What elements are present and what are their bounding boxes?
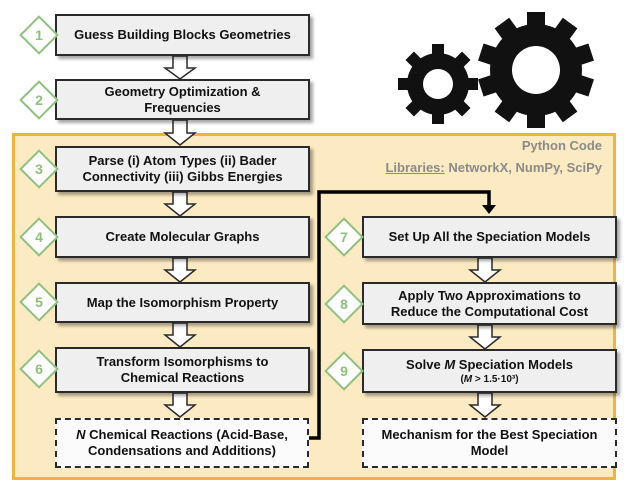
mechanism-line1: Mechanism for the Best Speciation bbox=[381, 427, 598, 442]
step-6-line1: Transform Isomorphisms to bbox=[96, 354, 269, 369]
step-2-number: 2 bbox=[35, 92, 43, 108]
step-7-text: Set Up All the Speciation Models bbox=[388, 229, 591, 244]
libraries-value: NetworkX, NumPy, SciPy bbox=[444, 160, 602, 175]
step-8-number: 8 bbox=[340, 296, 348, 312]
step-5-text: Map the Isomorphism Property bbox=[86, 294, 279, 310]
step-3-line1: Parse (i) Atom Types (ii) Bader bbox=[88, 153, 277, 168]
step-1-number: 1 bbox=[35, 27, 43, 43]
step-6-number: 6 bbox=[35, 361, 43, 377]
step-1-text: Guess Building Blocks Geometries bbox=[74, 27, 291, 42]
step-box-2: Geometry Optimization &Frequencies bbox=[55, 79, 310, 120]
reactions-line2: Condensations and Additions) bbox=[87, 443, 276, 458]
reactions-line1-rest: Chemical Reactions (Acid-Base, bbox=[85, 427, 288, 442]
step-7-number: 7 bbox=[340, 229, 348, 245]
step-box-7: Set Up All the Speciation Models bbox=[362, 216, 617, 258]
step-9-line1: Solve M Speciation Models bbox=[406, 356, 573, 372]
step-box-4: Create Molecular Graphs bbox=[55, 216, 310, 258]
large-gear bbox=[478, 12, 594, 128]
reactions-n: N bbox=[76, 427, 86, 442]
small-gear bbox=[398, 44, 478, 124]
step-8-line1: Apply Two Approximations to bbox=[398, 287, 581, 303]
step-4-text: Create Molecular Graphs bbox=[105, 229, 260, 244]
libraries-label: Libraries: NetworkX, NumPy, SciPy bbox=[385, 160, 602, 176]
step-2-line1: Geometry Optimization & bbox=[104, 83, 261, 99]
step-5-number: 5 bbox=[35, 294, 43, 310]
step-9-number: 9 bbox=[340, 363, 348, 379]
panel-title: Python Code bbox=[521, 138, 602, 153]
step-4-number: 4 bbox=[35, 229, 43, 245]
gears-icon bbox=[398, 12, 594, 128]
step-6-line2: Chemical Reactions bbox=[120, 370, 245, 385]
step-box-5: Map the Isomorphism Property bbox=[55, 282, 310, 323]
step-box-9: Solve M Speciation Models (M > 1.5·10³) bbox=[362, 349, 617, 393]
mechanism-line2: Model bbox=[470, 443, 509, 458]
step-9-line2: (M > 1.5·10³) bbox=[460, 373, 519, 385]
reactions-output-box: N Chemical Reactions (Acid-Base, Condens… bbox=[55, 418, 309, 468]
reactions-line1: N Chemical Reactions (Acid-Base, bbox=[76, 427, 288, 443]
step-8-line2: Reduce the Computational Cost bbox=[390, 303, 589, 319]
step-2-line2: Frequencies bbox=[144, 99, 221, 115]
step-3-line2: Connectivity (iii) Gibbs Energies bbox=[82, 169, 283, 184]
libraries-key: Libraries: bbox=[385, 160, 445, 175]
step-3-number: 3 bbox=[35, 161, 43, 177]
arrow-1-2 bbox=[162, 55, 198, 80]
step-box-1: Guess Building Blocks Geometries bbox=[55, 14, 310, 56]
